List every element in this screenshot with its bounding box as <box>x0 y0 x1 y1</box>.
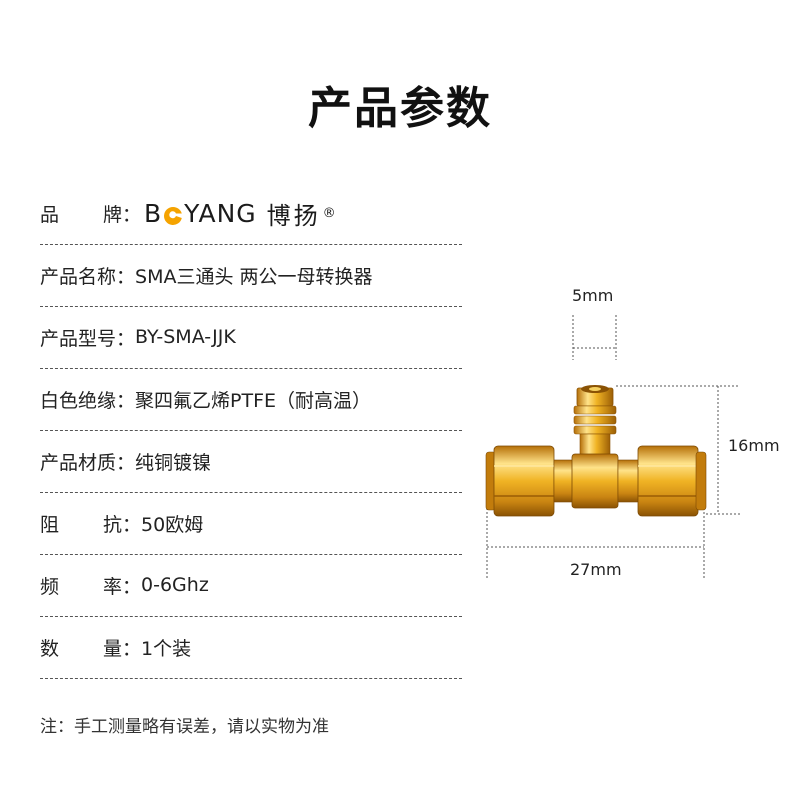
spec-separator: ： <box>116 265 136 288</box>
spec-label: 品 牌 <box>40 200 122 227</box>
spec-label-char: 品 <box>40 203 60 226</box>
brand-logo-letter: B <box>144 198 163 228</box>
product-diagram: 5mm 16mm 27mm <box>480 270 790 600</box>
spec-label: 产品名称 <box>40 265 117 288</box>
spec-row-impedance: 阻 抗 ：50欧姆 <box>40 492 462 555</box>
spec-label: 白色绝缘 <box>40 389 117 412</box>
spec-value: 50欧姆 <box>141 513 204 536</box>
brand-logo: B YANG 博扬 ® <box>144 196 337 231</box>
spec-row-insulation: 白色绝缘：聚四氟乙烯PTFE（耐高温） <box>40 368 462 431</box>
spec-row-model: 产品型号：BY-SMA-JJK <box>40 306 462 369</box>
spec-value: 纯铜镀镍 <box>135 451 212 474</box>
brand-logo-text: YANG <box>184 198 257 228</box>
spec-label: 数 量 <box>40 634 122 661</box>
dimension-top-label: 5mm <box>572 286 614 305</box>
spec-label-char: 率 <box>102 575 122 598</box>
sma-tee-adapter-image <box>485 315 740 578</box>
spec-label-char: 阻 <box>40 513 60 536</box>
spec-label: 产品材质 <box>40 451 117 474</box>
spec-label-char: 牌 <box>102 203 122 226</box>
spec-label: 阻 抗 <box>40 510 122 537</box>
measurement-note: 注：手工测量略有误差，请以实物为准 <box>40 717 329 737</box>
spec-row-brand: 品 牌 ： B YANG 博扬 ® <box>40 182 462 245</box>
spec-separator: ： <box>116 389 136 412</box>
spec-row-frequency: 频 率 ：0-6Ghz <box>40 554 462 617</box>
spec-label-char: 量 <box>102 637 122 660</box>
brand-chinese-name: 博扬 <box>266 201 321 230</box>
spec-separator: ： <box>122 203 142 226</box>
spec-row-material: 产品材质：纯铜镀镍 <box>40 430 462 493</box>
spec-value: 0-6Ghz <box>141 574 209 596</box>
spec-label-char: 数 <box>40 637 60 660</box>
brand-logo-mark-icon <box>163 203 183 225</box>
spec-value: BY-SMA-JJK <box>135 326 236 348</box>
page-title: 产品参数 <box>308 83 492 134</box>
spec-separator: ： <box>122 637 142 660</box>
spec-label-char: 频 <box>40 575 60 598</box>
dimension-right-label: 16mm <box>728 436 780 455</box>
spec-row-quantity: 数 量 ：1个装 <box>40 616 462 679</box>
spec-separator: ： <box>122 513 142 536</box>
spec-label-char: 抗 <box>102 513 122 536</box>
spec-label: 频 率 <box>40 572 122 599</box>
registered-mark-icon: ® <box>322 205 337 221</box>
spec-label: 产品型号 <box>40 327 117 350</box>
spec-separator: ： <box>116 327 136 350</box>
spec-value: 聚四氟乙烯PTFE（耐高温） <box>135 389 372 412</box>
dimension-bottom-label: 27mm <box>570 560 622 579</box>
spec-value: 1个装 <box>141 637 192 660</box>
spec-separator: ： <box>122 575 142 598</box>
spec-value: SMA三通头 两公一母转换器 <box>135 265 373 288</box>
spec-separator: ： <box>116 451 136 474</box>
spec-row-product-name: 产品名称：SMA三通头 两公一母转换器 <box>40 244 462 307</box>
